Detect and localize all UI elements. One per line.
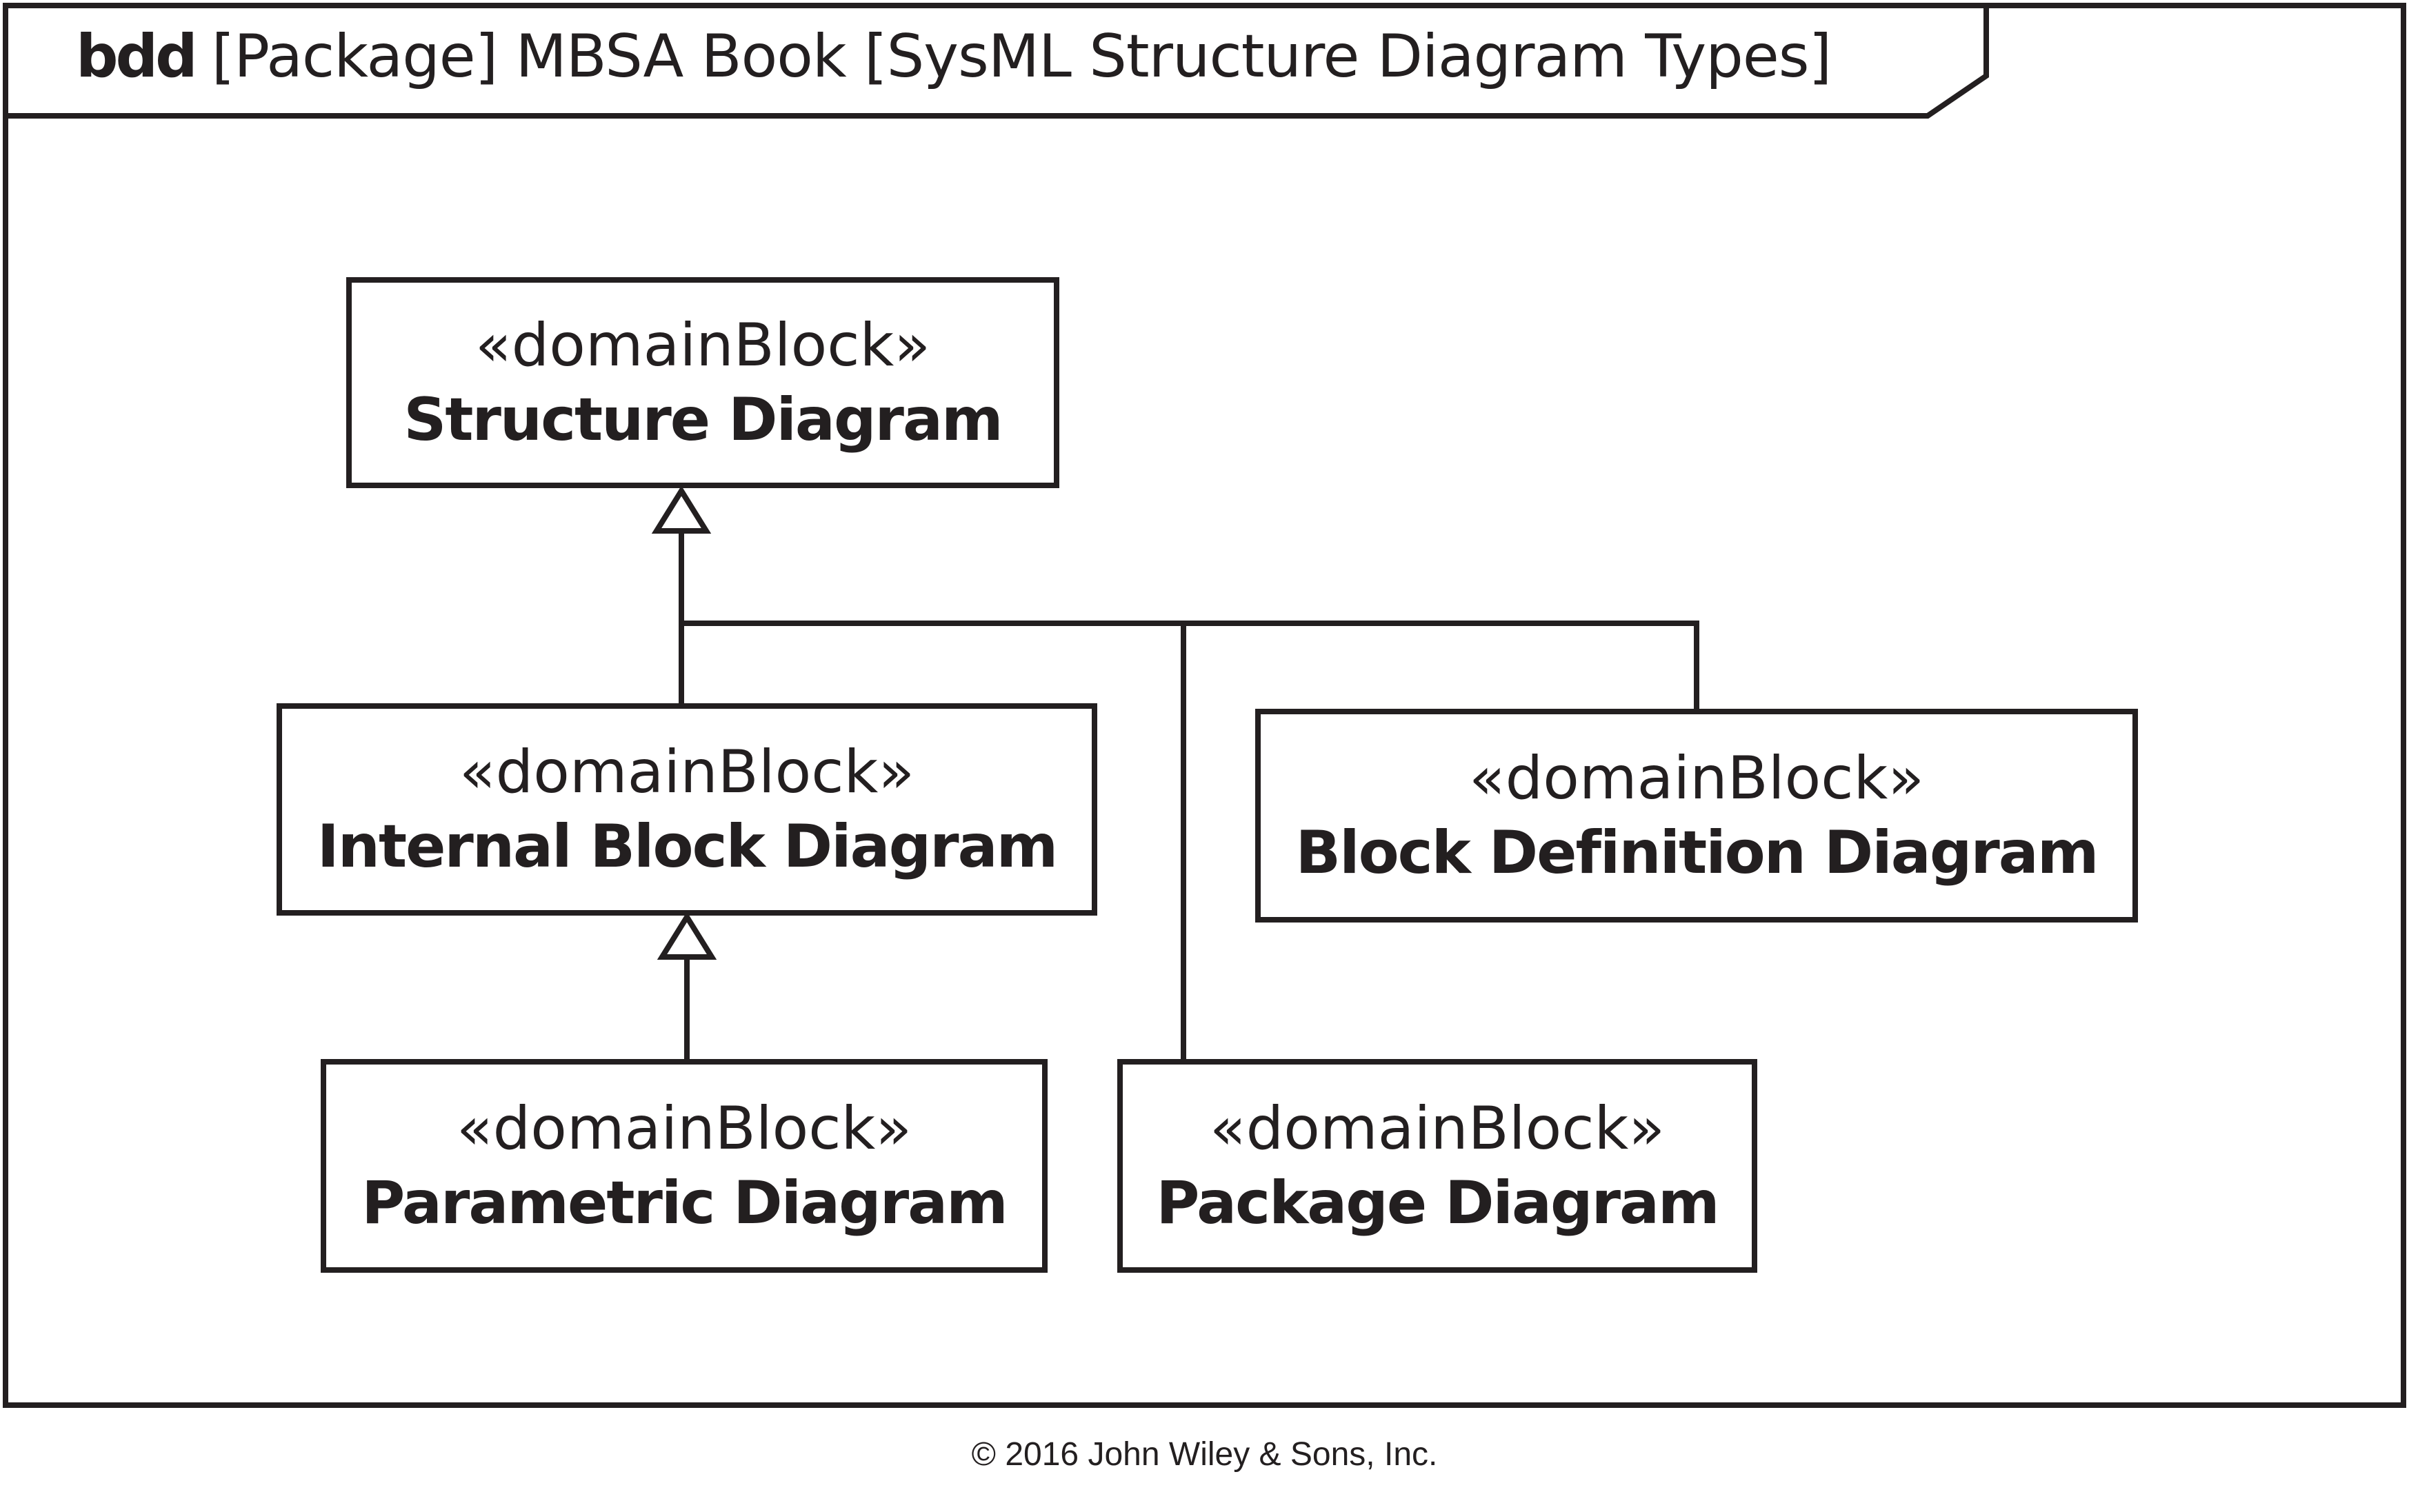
block-stereotype: «domainBlock» bbox=[1469, 744, 1924, 813]
block-internal-block-diagram[interactable]: «domainBlock» Internal Block Diagram bbox=[277, 703, 1097, 916]
generalization-arrowhead-structure bbox=[651, 485, 712, 534]
generalization-arrowhead-internal bbox=[657, 911, 717, 960]
generalization-to-structure bbox=[679, 531, 1699, 1062]
block-name: Block Definition Diagram bbox=[1295, 818, 2099, 887]
block-stereotype: «domainBlock» bbox=[475, 311, 930, 380]
block-package-diagram[interactable]: «domainBlock» Package Diagram bbox=[1117, 1059, 1757, 1273]
block-name: Structure Diagram bbox=[403, 385, 1003, 454]
block-stereotype: «domainBlock» bbox=[459, 738, 914, 807]
diagram-frame bbox=[3, 3, 2406, 1408]
frame-header-tab bbox=[6, 6, 1989, 119]
frame-title: [Package] MBSA Book [SysML Structure Dia… bbox=[211, 22, 1832, 91]
block-structure-diagram[interactable]: «domainBlock» Structure Diagram bbox=[346, 277, 1059, 488]
block-block-definition-diagram[interactable]: «domainBlock» Block Definition Diagram bbox=[1255, 709, 2138, 923]
frame-header: bdd[Package] MBSA Book [SysML Structure … bbox=[76, 15, 1832, 98]
block-name: Internal Block Diagram bbox=[317, 812, 1058, 881]
block-name: Parametric Diagram bbox=[361, 1169, 1008, 1238]
block-stereotype: «domainBlock» bbox=[457, 1094, 912, 1163]
block-name: Package Diagram bbox=[1156, 1169, 1719, 1238]
block-parametric-diagram[interactable]: «domainBlock» Parametric Diagram bbox=[321, 1059, 1048, 1273]
block-stereotype: «domainBlock» bbox=[1210, 1094, 1665, 1163]
frame-kind: bdd bbox=[76, 22, 198, 91]
copyright-notice: © 2016 John Wiley & Sons, Inc. bbox=[971, 1436, 1438, 1473]
